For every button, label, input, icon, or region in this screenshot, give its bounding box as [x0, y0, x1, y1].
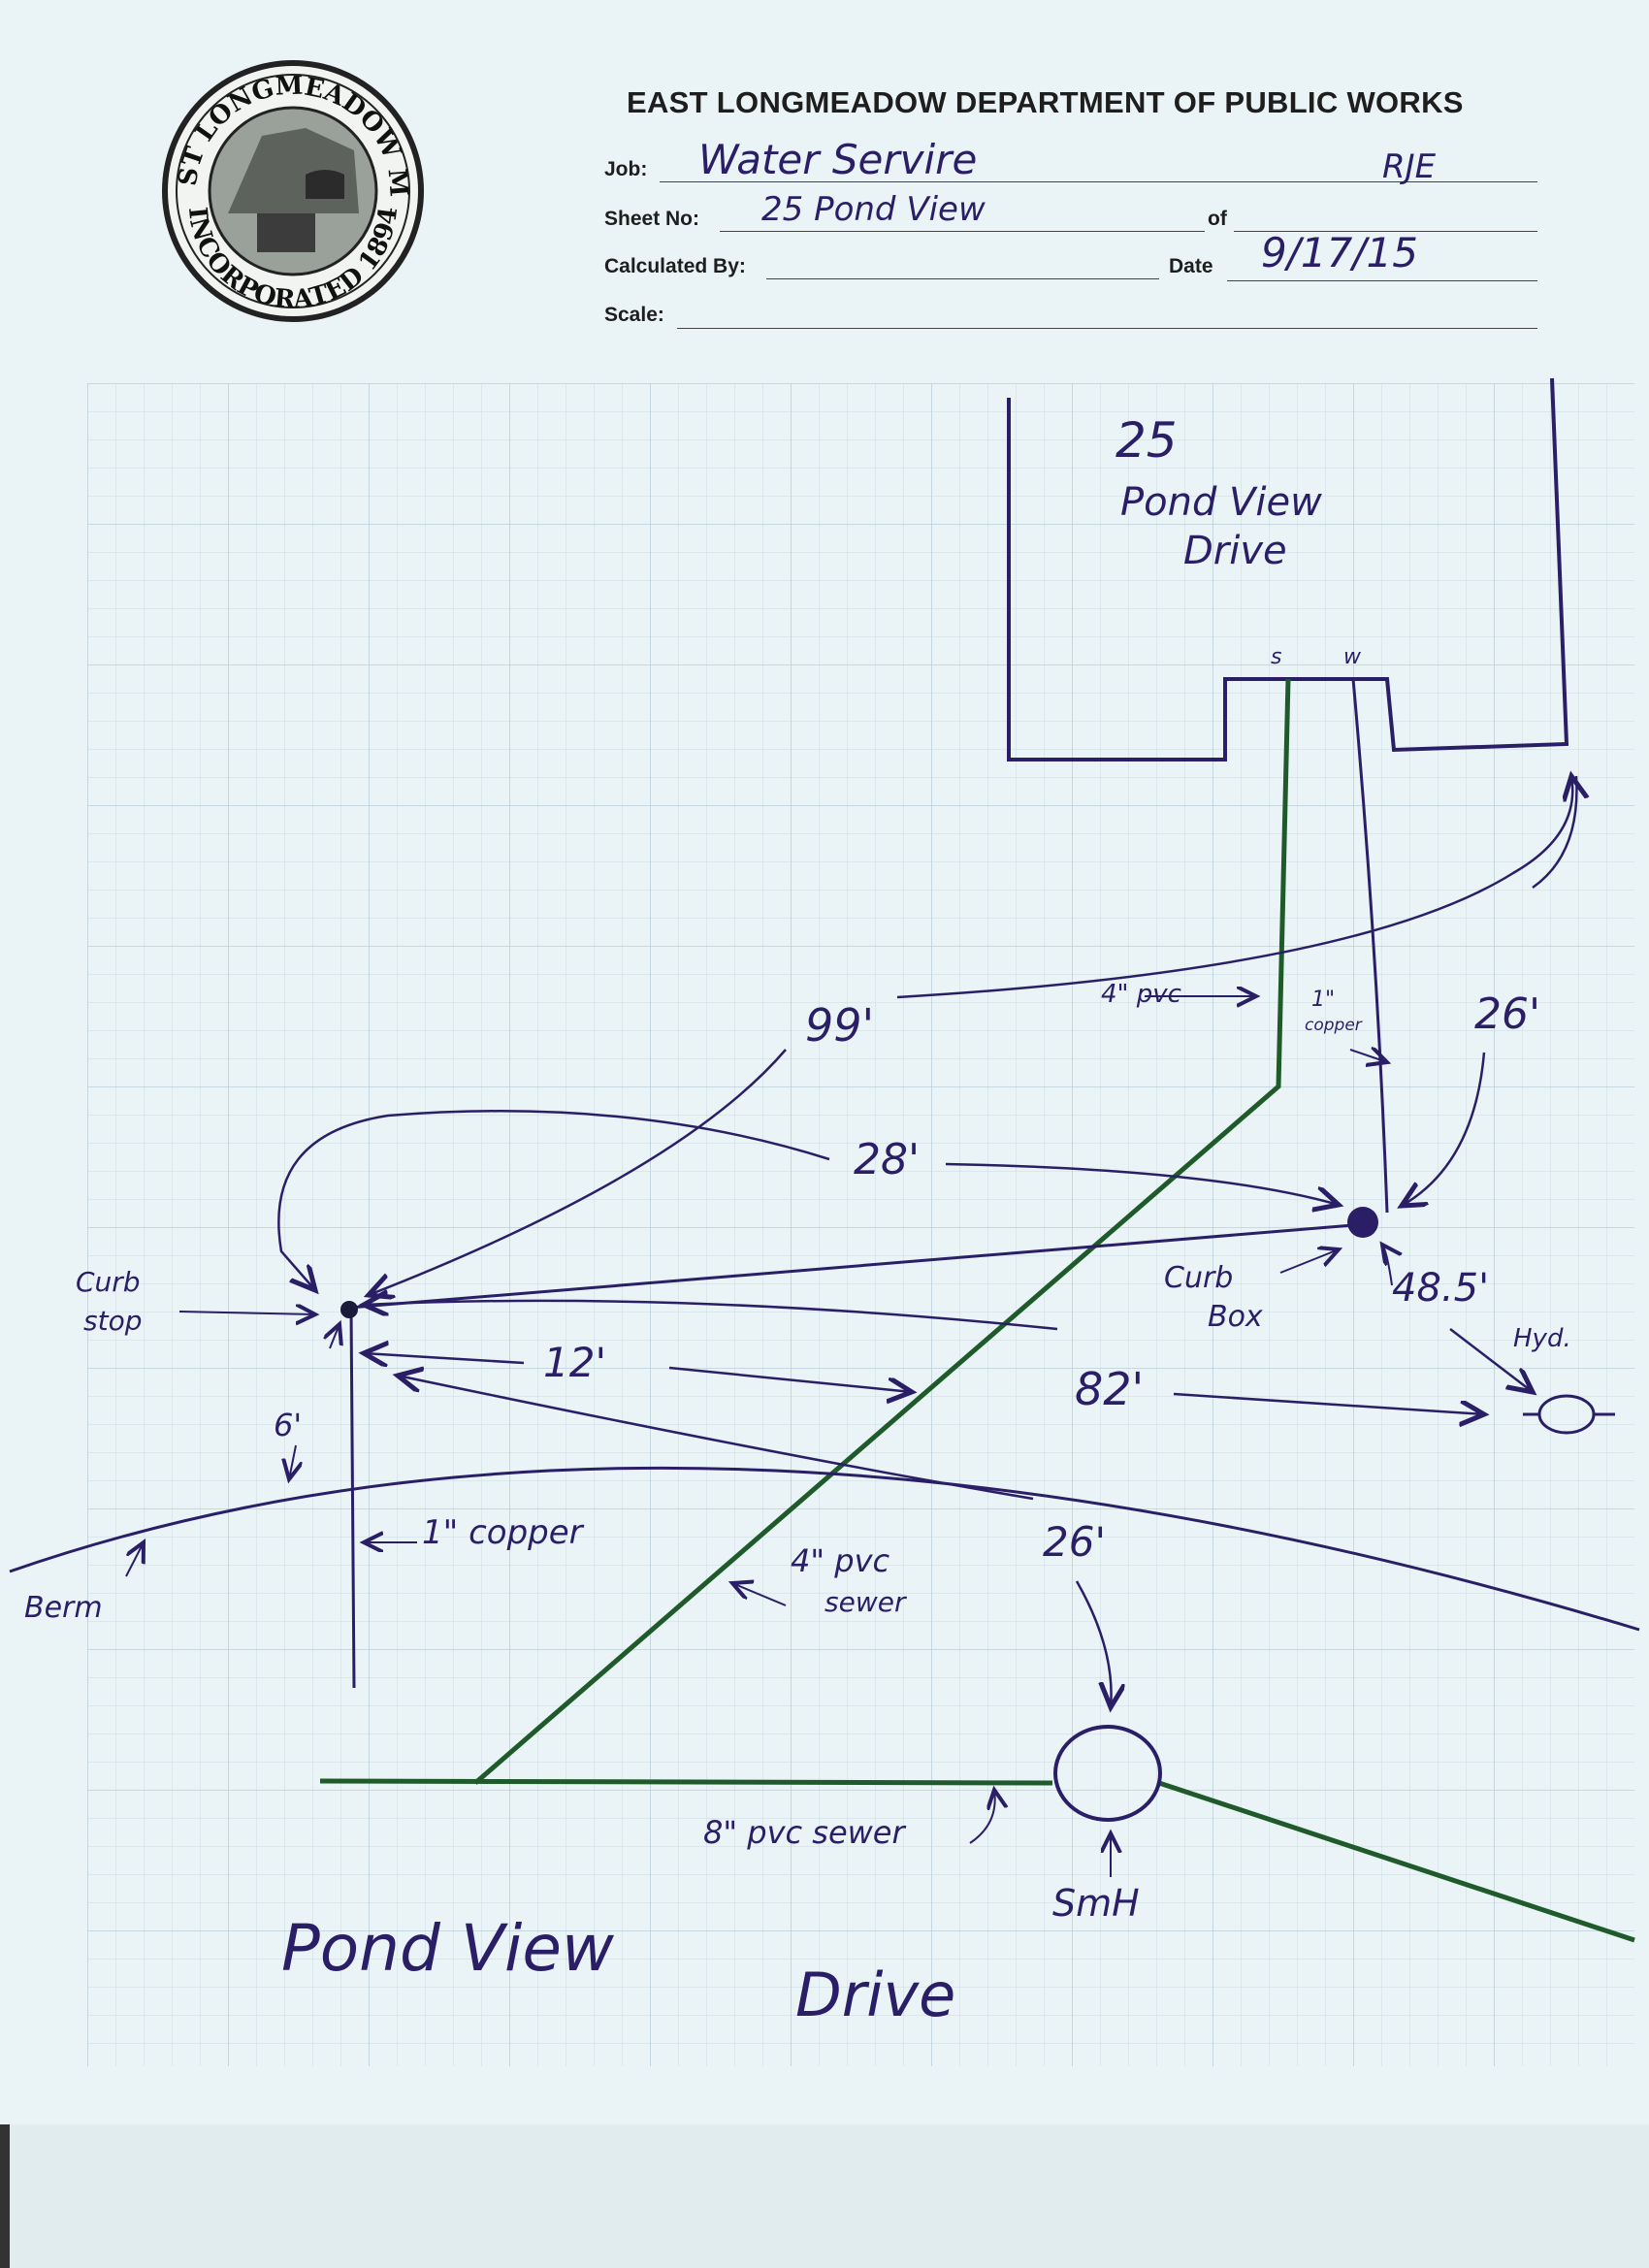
street-type: Drive — [795, 1960, 956, 2030]
job-value: Water Servire — [698, 136, 978, 183]
sewer-service-line — [473, 678, 1291, 1785]
dim-48-5-label: 48.5' — [1392, 1266, 1490, 1311]
street-name: Pond View — [281, 1911, 614, 1986]
copper-to-main-line — [349, 1309, 356, 1689]
house-street-type: Drive — [1183, 529, 1287, 573]
job-label: Job: — [604, 158, 648, 180]
dim-12-label: 12' — [543, 1339, 606, 1386]
calculated-by-label: Calculated By: — [604, 255, 746, 277]
sewer-stub-label: s — [1271, 645, 1282, 669]
curb-stop-symbol — [340, 1301, 358, 1318]
water-stub-label: w — [1343, 645, 1361, 669]
curb-stop-to-box-line — [348, 1223, 1354, 1310]
dim-99-label: 99' — [805, 999, 875, 1052]
copper-1-leader — [1349, 1050, 1387, 1062]
curb-stop-label-2: stop — [83, 1305, 143, 1337]
pvc-4-label: 4" pvc — [1101, 980, 1181, 1009]
copper-1-left-label: 1" copper — [422, 1513, 583, 1552]
hydrant-label: Hyd. — [1513, 1324, 1571, 1353]
dim-26-top-label: 26' — [1474, 989, 1541, 1039]
dim-26-top-arrow — [1402, 1052, 1486, 1206]
curb-box-label-1: Curb — [1164, 1261, 1234, 1295]
dim-6-label: 6' — [274, 1407, 303, 1443]
dim-26-bottom-left-arrow — [398, 1376, 1034, 1501]
pvc-sewer-4-label-1: 4" pvc — [791, 1542, 890, 1579]
sewer-main-west — [319, 1778, 1053, 1786]
curb-stop-leader — [178, 1312, 315, 1314]
dim-6-top-arrow — [330, 1324, 340, 1349]
dim-28-right-arrow — [945, 1162, 1339, 1205]
dim-26-bottom-arrow — [1075, 1580, 1112, 1707]
berm-label: Berm — [24, 1591, 103, 1625]
town-seal: EAST LONGMEADOW MA. INCORPORATED 1894 — [160, 58, 424, 322]
dim-82-label: 82' — [1075, 1363, 1145, 1415]
house-outline — [1007, 377, 1569, 761]
site-sketch — [9, 377, 1640, 2066]
hydrant-leader — [1449, 1328, 1533, 1392]
sheet-no-value: 25 Pond View — [761, 190, 986, 229]
curb-box-symbol — [1347, 1207, 1378, 1238]
date-label: Date — [1169, 255, 1213, 277]
dim-48-arrow — [1382, 1245, 1392, 1286]
berm-line — [9, 1466, 1640, 1632]
curb-stop-label-1: Curb — [76, 1266, 141, 1298]
scanner-margin — [0, 2124, 1649, 2268]
page-title: EAST LONGMEADOW DEPARTMENT OF PUBLIC WOR… — [627, 85, 1464, 119]
scale-label: Scale: — [604, 304, 664, 326]
scale-line — [677, 328, 1537, 329]
pvc-sewer-8-label: 8" pvc sewer — [703, 1814, 905, 1851]
sheet-no-line — [720, 231, 1205, 232]
copper-1-material: copper — [1305, 1016, 1362, 1035]
of-label: of — [1208, 208, 1227, 230]
curb-box-leader — [1279, 1249, 1339, 1274]
berm-leader — [125, 1542, 144, 1577]
of-line — [1234, 231, 1537, 232]
scan-edge — [0, 2124, 10, 2268]
copper-water-line — [1351, 678, 1389, 1214]
copper-1-size: 1" — [1311, 988, 1336, 1012]
pvc-sewer-8-leader — [969, 1790, 995, 1844]
curb-box-label-2: Box — [1208, 1300, 1263, 1334]
pvc-sewer-4-leader — [732, 1583, 787, 1606]
dim-12-right-arrow — [668, 1366, 912, 1392]
calculated-by-line — [766, 278, 1159, 279]
dim-26-bottom-label: 26' — [1043, 1518, 1106, 1566]
house-number: 25 — [1116, 412, 1178, 469]
dim-99-arrow — [896, 776, 1572, 999]
dim-82-right-arrow — [1173, 1392, 1484, 1414]
date-value: 9/17/15 — [1261, 229, 1418, 276]
dim-99-return — [1532, 775, 1578, 890]
sewer-main-east — [1158, 1780, 1635, 1943]
dim-28-left-arrow — [277, 1110, 830, 1290]
initials: RJE — [1382, 147, 1437, 186]
smh-label: SmH — [1052, 1882, 1140, 1925]
dim-28-label: 28' — [854, 1135, 921, 1184]
sewer-manhole-symbol — [1053, 1725, 1162, 1822]
date-line — [1227, 280, 1537, 281]
house-street: Pond View — [1120, 480, 1322, 525]
dim-82-left-arrow — [364, 1301, 1058, 1331]
job-line — [660, 181, 1537, 182]
dim-12-left-arrow — [364, 1353, 525, 1363]
dim-99-left-arrow — [369, 1049, 787, 1295]
dim-6-arrow — [289, 1444, 296, 1479]
sheet-no-label: Sheet No: — [604, 208, 700, 230]
pvc-sewer-4-label-2: sewer — [824, 1586, 906, 1618]
